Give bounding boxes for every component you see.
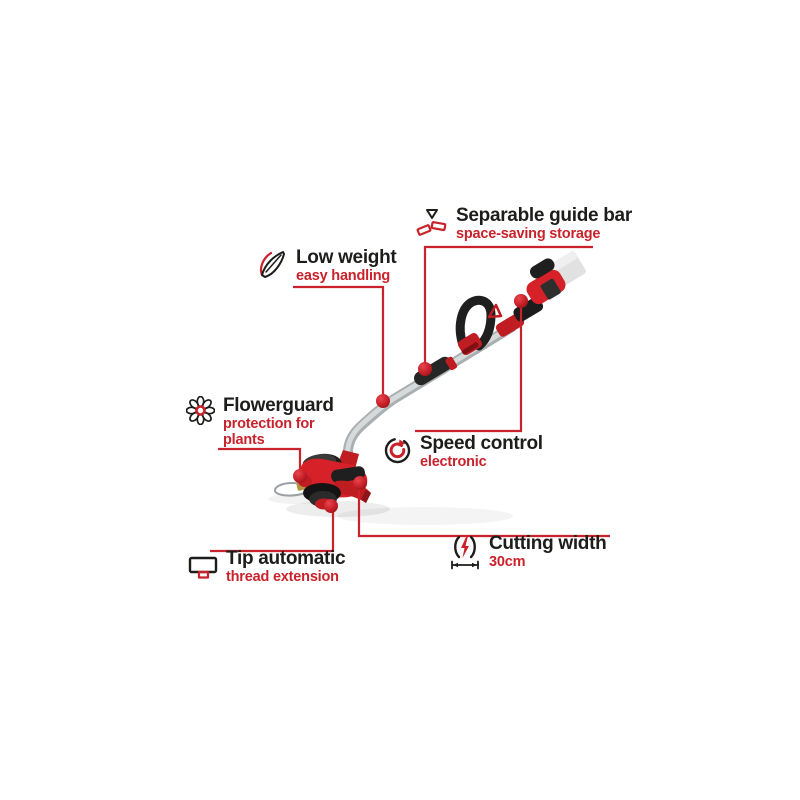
feature-low-weight: Low weight easy handling [256,247,397,285]
callout-line-low-weight [293,285,385,395]
feature-title: Separable guide bar [456,205,632,226]
callout-line-separable [423,245,593,363]
feature-subtitle: easy handling [296,268,391,285]
shaft-joint-grip [413,356,458,386]
feature-flowerguard: Flowerguard protection for plants [186,396,334,449]
hanging-hook [487,303,503,319]
feature-subtitle: 30cm [489,554,526,571]
feature-separable-guide-bar: Separable guide bar space-saving storage [416,206,632,243]
spool-icon [188,556,218,579]
motor-housing [495,258,566,337]
callout-dot-separable [418,362,432,376]
feature-title: Speed control [420,433,543,454]
ground-shadow [268,494,513,525]
feature-tip-automatic: Tip automatic thread extension [188,548,346,586]
feature-subtitle: space-saving storage [456,226,601,243]
trimmer-head [298,450,371,510]
separable-bar-icon [416,209,447,236]
callout-dot-tip [324,499,338,513]
feature-title: Low weight [296,247,397,268]
feature-title: Cutting width [489,533,607,554]
feature-subtitle: protection for plants [223,416,315,449]
feature-subtitle: thread extension [226,569,339,586]
feature-speed-control: Speed control electronic [383,434,543,471]
feature-title: Tip automatic [226,548,346,569]
cutting-width-icon [451,535,479,570]
loop-handle [455,295,496,356]
callout-line-tip [210,511,335,553]
callout-line-flowerguard [218,447,302,470]
feature-cutting-width: Cutting width 30cm [449,533,607,571]
callout-lines [210,245,610,553]
feature-subtitle: electronic [420,454,487,471]
feather-icon [259,251,285,278]
feature-title: Flowerguard [223,395,334,416]
callout-dot-low-weight [376,394,390,408]
callout-dot-flowerguard [293,469,307,483]
callout-line-cutting [357,489,610,538]
callout-dots [293,294,528,513]
rotation-icon [384,437,411,464]
callout-dot-cutting [353,476,367,490]
flower-icon [186,396,215,425]
callout-dot-speed [514,294,528,308]
callout-line-speed [415,307,523,433]
